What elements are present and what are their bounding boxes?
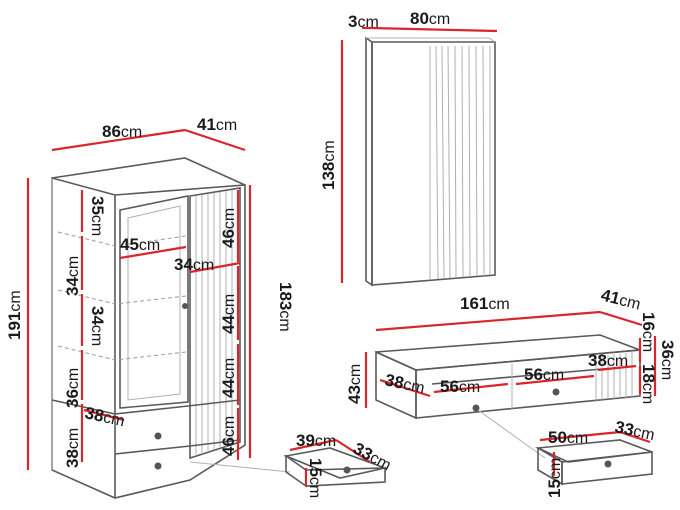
bench-fluting-lines <box>601 352 633 400</box>
bench-left-depth-label: 38cm <box>383 370 426 397</box>
bench-width-label: 161cm <box>460 294 510 313</box>
bench-top-height-label: 16cm <box>639 312 658 352</box>
bench-depth-label: 41cm <box>599 285 643 313</box>
wardrobe-drawer-drawing <box>283 438 388 488</box>
wardrobe-inner-height-label: 183cm <box>276 282 295 332</box>
bench-drawing <box>364 310 657 459</box>
mirror-drawing <box>340 26 498 287</box>
bench-drawer-height-label: 15cm <box>545 458 564 498</box>
wardrobe-shelf-4-label: 36cm <box>63 368 82 408</box>
wardrobe-shelf-2-label: 34cm <box>63 256 82 296</box>
wardrobe-drawer-width-label: 39cm <box>296 431 336 450</box>
mirror-curtain-lines <box>429 45 491 280</box>
wardrobe-height-label: 191cm <box>5 290 24 340</box>
bench-compartment-3-label: 38cm <box>588 351 628 370</box>
wardrobe-right-3-label: 44cm <box>219 358 238 398</box>
mirror-depth-label: 3cm <box>348 12 379 31</box>
wardrobe-width-label: 86cm <box>102 122 142 141</box>
bench-compartment-2-label: 56cm <box>524 365 564 384</box>
wardrobe-shelf-1-label: 35cm <box>88 196 107 236</box>
wardrobe-right-width-label: 34cm <box>174 255 214 274</box>
mirror-width-label: 80cm <box>410 9 450 28</box>
wardrobe-depth-label: 41cm <box>197 115 237 134</box>
wardrobe-door-width-label: 45cm <box>120 235 160 254</box>
wardrobe-right-4-label: 46cm <box>219 416 238 456</box>
bench-drawer-depth-label: 33cm <box>613 417 656 444</box>
wardrobe-drawer-depth-label: 38cm <box>83 403 126 430</box>
bench-drawer-drawing <box>535 430 653 486</box>
wardrobe-shelf-3-label: 34cm <box>88 306 107 346</box>
fluting-lines <box>195 190 233 456</box>
wardrobe-right-2-label: 44cm <box>219 294 238 334</box>
wardrobe-bottom-label: 38cm <box>63 428 82 468</box>
wardrobe-drawing <box>26 128 291 499</box>
bench-mid-height-label: 18cm <box>639 364 658 404</box>
bench-drawer-width-label: 50cm <box>548 428 588 447</box>
bench-right-height-label: 36cm <box>658 340 677 380</box>
mirror-height-label: 138cm <box>319 140 338 190</box>
wardrobe-right-1-label: 46cm <box>219 208 238 248</box>
bench-height-label: 43cm <box>345 364 364 404</box>
wardrobe-drawer-height-label: 15cm <box>306 458 325 498</box>
bench-compartment-1-label: 56cm <box>440 377 480 396</box>
